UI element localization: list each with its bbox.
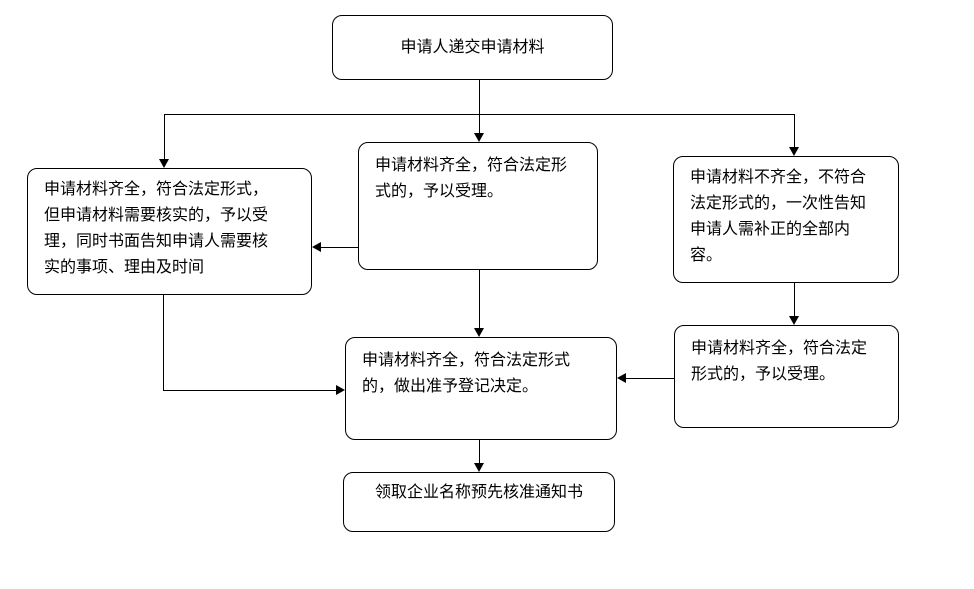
connector-decision-to-finish xyxy=(479,440,480,464)
flow-node-incomplete: 申请材料不齐全，不符合 法定形式的，一次性告知 申请人需补正的全部内 容。 xyxy=(673,156,899,283)
flow-node-finish: 领取企业名称预先核准通知书 xyxy=(343,472,615,532)
flow-node-decision-label: 申请材料齐全，符合法定形式 的，做出准予登记决定。 xyxy=(362,352,571,395)
arrowhead-decision-to-finish-icon xyxy=(474,463,484,472)
arrowhead-accept2-to-decision-icon xyxy=(617,373,626,383)
flow-node-finish-label: 领取企业名称预先核准通知书 xyxy=(374,484,583,501)
arrowhead-incomplete-to-accept2-icon xyxy=(789,316,799,325)
flow-node-start-label: 申请人递交申请材料 xyxy=(400,38,545,56)
connector-branch-to-verify xyxy=(164,114,165,159)
flow-node-accept: 申请材料齐全，符合法定形 式的，予以受理。 xyxy=(358,142,598,270)
connector-start-trunk xyxy=(479,80,480,134)
connector-verify-to-decision xyxy=(163,390,337,391)
flow-node-accept-label: 申请材料齐全，符合法定形 式的，予以受理。 xyxy=(375,157,568,200)
flow-node-accept2-label: 申请材料齐全，符合法定 形式的，予以受理。 xyxy=(691,340,868,383)
connector-branch-line xyxy=(164,114,795,115)
flow-node-start: 申请人递交申请材料 xyxy=(332,15,613,80)
flow-node-accept2: 申请材料齐全，符合法定 形式的，予以受理。 xyxy=(674,325,899,428)
connector-incomplete-to-accept2 xyxy=(794,283,795,317)
arrowhead-into-verify-icon xyxy=(159,159,169,168)
flow-node-verify: 申请材料齐全，符合法定形式， 但申请材料需要核实的，予以受 理，同时书面告知申请… xyxy=(27,168,312,295)
connector-accept-to-decision xyxy=(479,270,480,328)
arrowhead-accept-to-decision-icon xyxy=(474,328,484,337)
flow-node-verify-label: 申请材料齐全，符合法定形式， 但申请材料需要核实的，予以受 理，同时书面告知申请… xyxy=(44,181,269,276)
arrowhead-into-accept-icon xyxy=(474,133,484,142)
arrowhead-into-incomplete-icon xyxy=(789,147,799,156)
arrowhead-accept-to-verify-icon xyxy=(312,242,321,252)
connector-branch-to-incomplete xyxy=(794,114,795,148)
flow-node-decision: 申请材料齐全，符合法定形式 的，做出准予登记决定。 xyxy=(345,337,617,440)
connector-accept2-to-decision xyxy=(626,378,674,379)
connector-accept-to-verify xyxy=(321,247,358,248)
flow-node-incomplete-label: 申请材料不齐全，不符合 法定形式的，一次性告知 申请人需补正的全部内 容。 xyxy=(690,169,867,264)
arrowhead-verify-to-decision-icon xyxy=(336,385,345,395)
connector-verify-down xyxy=(163,295,164,391)
